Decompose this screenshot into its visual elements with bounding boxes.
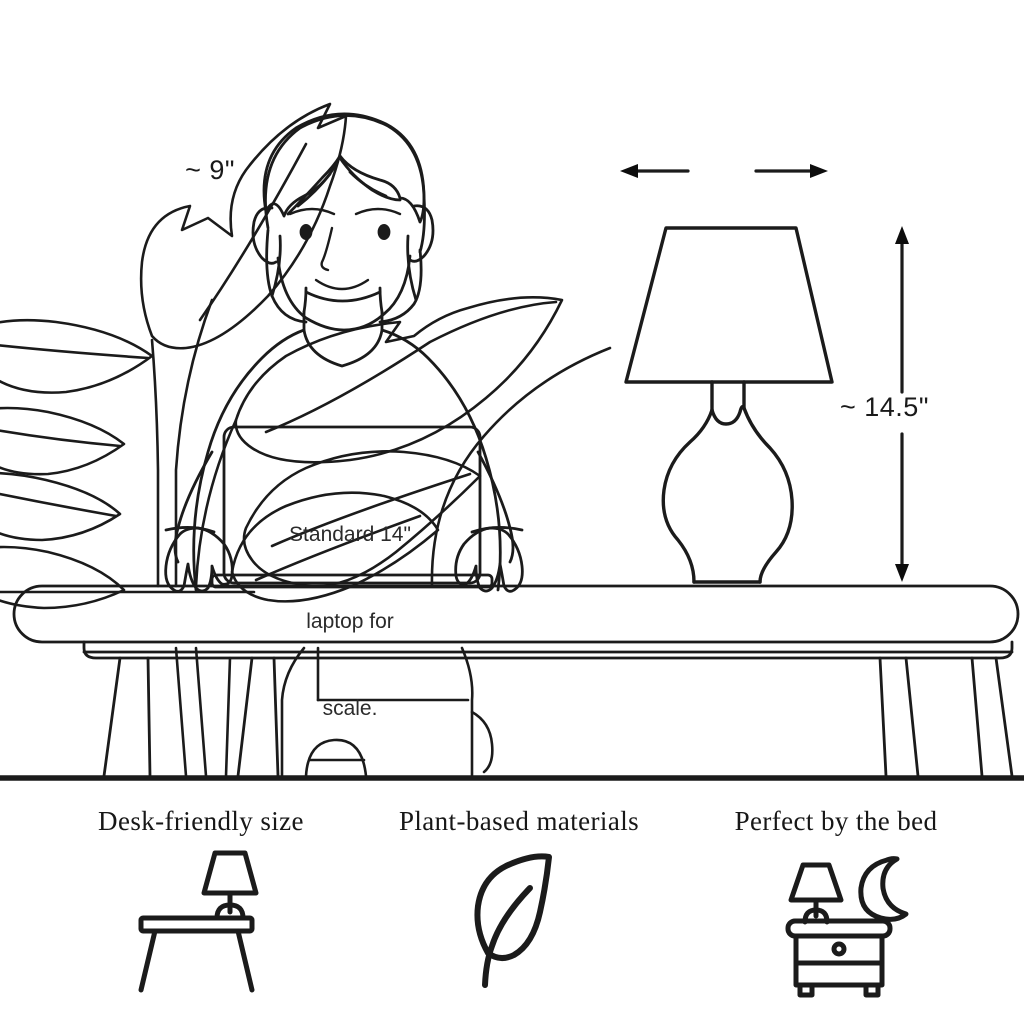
height-dimension-arrow [895,226,909,582]
chair-illustration [174,646,494,778]
feature-caption-by-the-bed: Perfect by the bed [734,806,938,836]
laptop-screen-text-line-3: scale. [322,697,378,720]
width-dimension-arrow [620,164,828,178]
laptop-screen-text: Standard 14" laptop for scale. [245,462,455,781]
potted-plant-illustration [0,102,612,610]
feature-caption-plant-based: Plant-based materials [398,806,640,836]
table-lamp-illustration [624,226,834,584]
laptop-screen-text-line-1: Standard 14" [289,523,411,546]
width-dimension-label: ~ 9" [185,155,235,185]
desk-illustration [12,584,1020,778]
laptop-illustration [210,425,494,589]
person-illustration [164,112,524,593]
laptop-screen-text-line-2: laptop for [306,610,394,633]
height-dimension-label: ~ 14.5" [840,392,929,422]
feature-caption-desk-friendly: Desk-friendly size [98,806,304,836]
